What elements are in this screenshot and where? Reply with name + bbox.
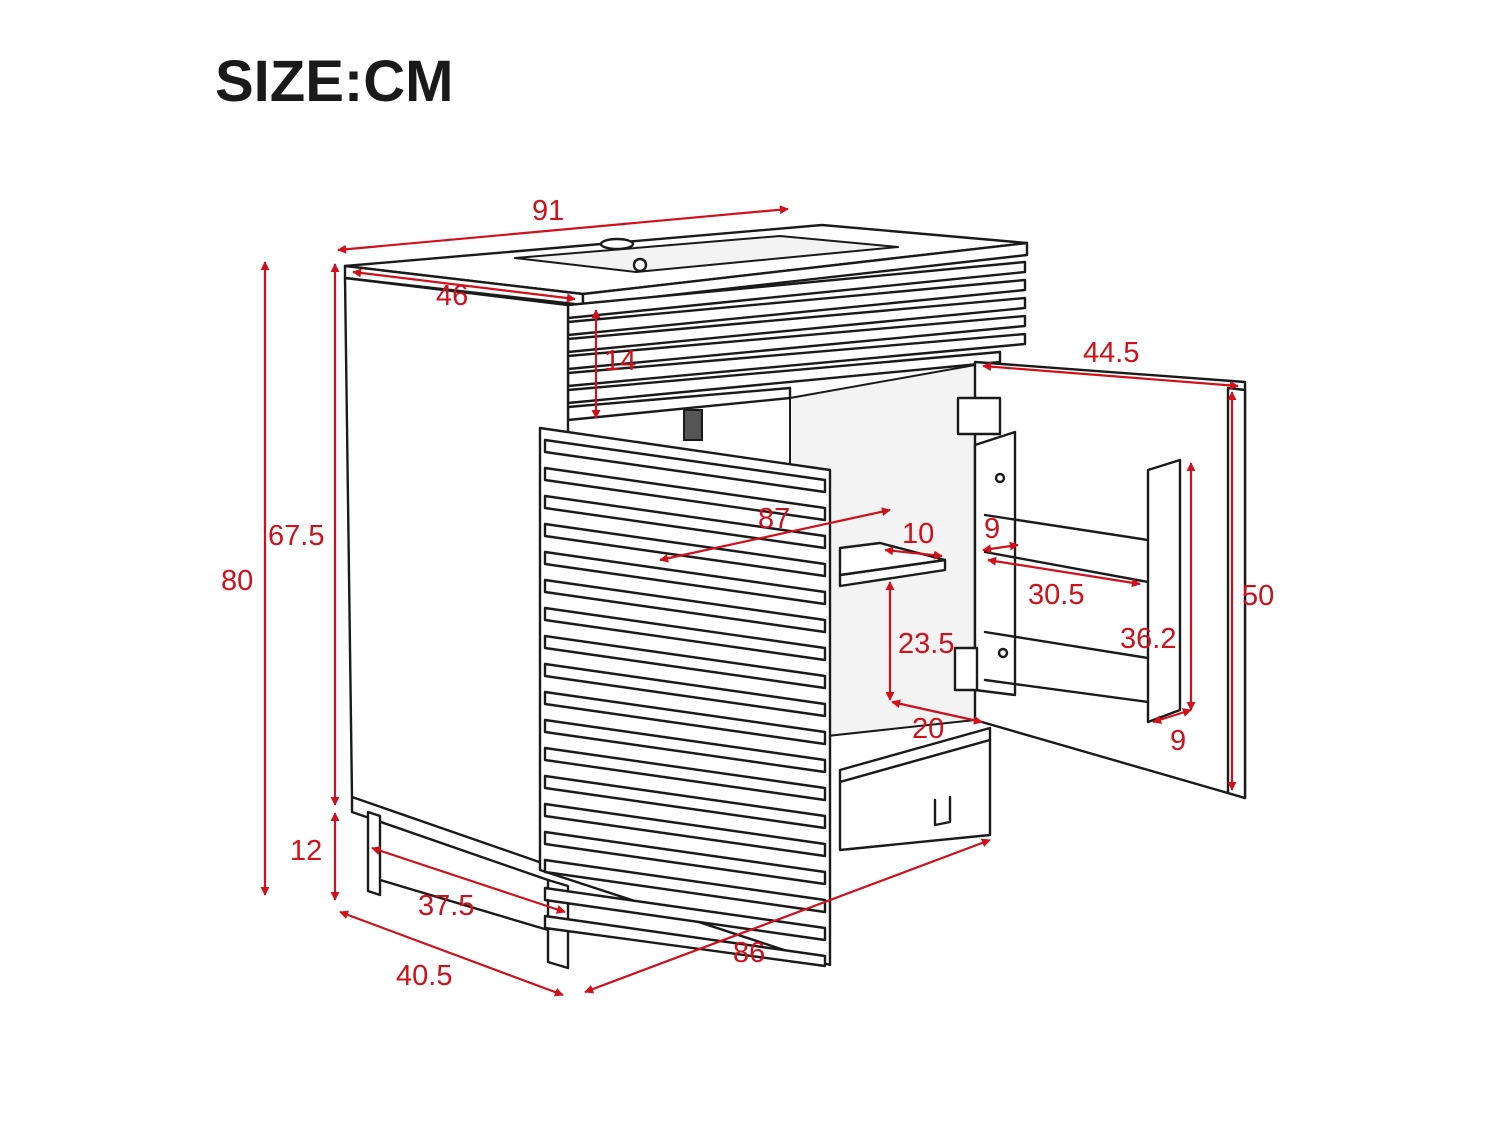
page-title: SIZE:CM bbox=[215, 49, 453, 114]
lower-hinge bbox=[953, 646, 979, 692]
countertop-right-edge bbox=[581, 241, 1029, 307]
dim-leg-height: 12 bbox=[290, 835, 322, 867]
cabinet-left-side bbox=[343, 276, 570, 874]
dim-base-depth-inner: 37.5 bbox=[418, 890, 474, 922]
upper-hinge bbox=[956, 396, 1002, 436]
dimension-labels: 91 46 14 44.5 80 67.5 12 87 10 9 30.5 50… bbox=[221, 195, 1274, 992]
dim-inner-width: 87 bbox=[758, 503, 790, 535]
dim-base-depth: 40.5 bbox=[396, 960, 452, 992]
dim-top-depth: 46 bbox=[436, 280, 468, 312]
dim-bottom-shelf-depth: 20 bbox=[912, 713, 944, 745]
leg-left-back bbox=[366, 810, 382, 897]
dim-door-rack-height: 36.2 bbox=[1120, 623, 1176, 655]
drain-hole bbox=[632, 257, 648, 273]
dim-door-width: 44.5 bbox=[1083, 337, 1139, 369]
dimension-lines bbox=[260, 205, 1239, 997]
dim-base-width: 86 bbox=[733, 937, 765, 969]
dim-door-rack-gap: 9 bbox=[984, 513, 1000, 545]
drain-pipe bbox=[683, 409, 703, 441]
right-door-open bbox=[953, 360, 1247, 800]
faucet-hole bbox=[599, 237, 635, 251]
dim-top-width: 91 bbox=[532, 195, 564, 227]
dim-shelf-depth: 10 bbox=[902, 518, 934, 550]
dim-door-rack-depth: 9 bbox=[1170, 725, 1186, 757]
dim-top-height: 14 bbox=[604, 345, 636, 377]
dim-door-rack-width: 30.5 bbox=[1028, 579, 1084, 611]
dim-cabinet-height: 67.5 bbox=[268, 520, 324, 552]
dim-door-height: 50 bbox=[1242, 580, 1274, 612]
dim-shelf-gap: 23.5 bbox=[898, 628, 954, 660]
dim-total-height: 80 bbox=[221, 565, 253, 597]
cabinet-right-base bbox=[838, 738, 992, 852]
